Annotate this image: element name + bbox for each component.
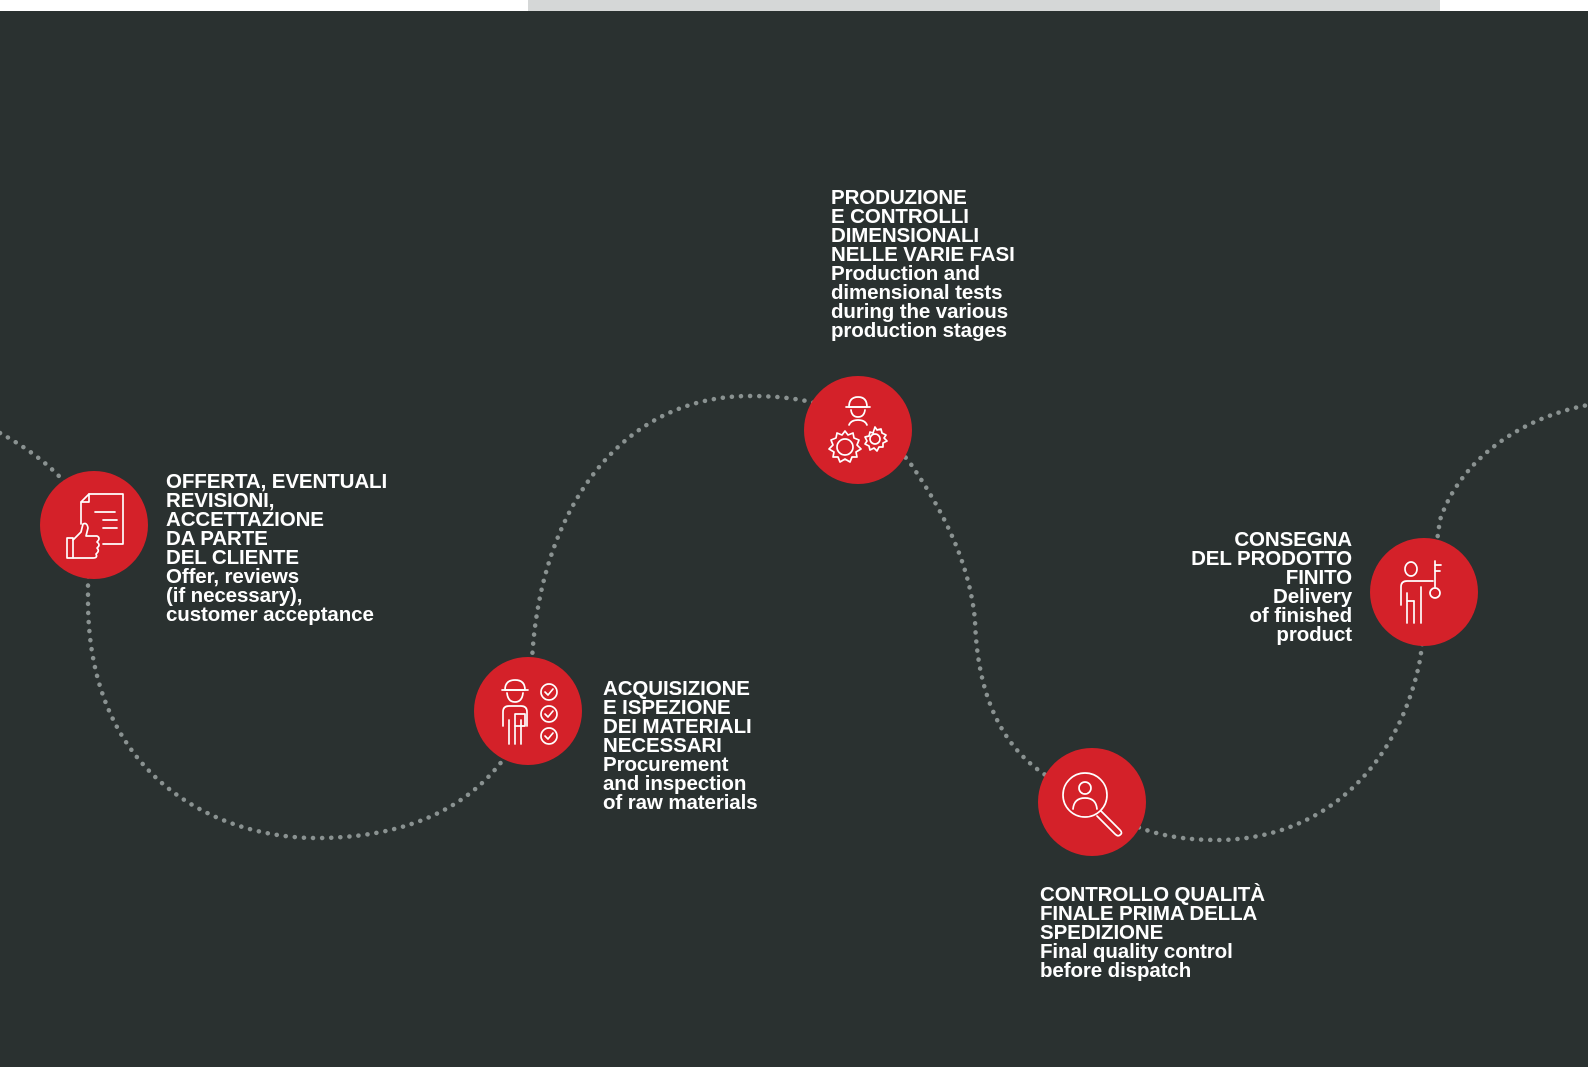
worker-gears-icon bbox=[828, 396, 888, 463]
step-2-label: ACQUISIZIONE E ISPEZIONE DEI MATERIALI N… bbox=[603, 677, 758, 814]
step-3-title: PRODUZIONE E CONTROLLI DIMENSIONALI NELL… bbox=[831, 186, 1015, 266]
step-1-label: OFFERTA, EVENTUALI REVISIONI, ACCETTAZIO… bbox=[166, 470, 388, 626]
step-5-node bbox=[1370, 538, 1478, 646]
step-4-subtitle: Final quality control before dispatch bbox=[1040, 940, 1233, 982]
bottom-band bbox=[0, 1067, 1588, 1079]
step-5-subtitle: Delivery of finished product bbox=[1249, 585, 1352, 646]
step-5-title: CONSEGNA DEL PRODOTTO FINITO bbox=[1191, 528, 1352, 589]
step-1-node bbox=[40, 471, 148, 579]
step-4-node bbox=[1038, 748, 1146, 856]
step-2-subtitle: Procurement and inspection of raw materi… bbox=[603, 753, 758, 814]
step-3-subtitle: Production and dimensional tests during … bbox=[831, 262, 1009, 342]
worker-checklist-icon bbox=[501, 679, 558, 745]
step-1-title: OFFERTA, EVENTUALI REVISIONI, ACCETTAZIO… bbox=[166, 470, 388, 569]
top-scroll-bar bbox=[528, 0, 1440, 11]
process-diagram-background bbox=[0, 11, 1588, 1067]
document-thumbs-up-icon bbox=[66, 493, 124, 559]
person-key-icon bbox=[1400, 560, 1442, 624]
step-1-subtitle: Offer, reviews (if necessary), customer … bbox=[166, 565, 374, 626]
step-2-title: ACQUISIZIONE E ISPEZIONE DEI MATERIALI N… bbox=[603, 677, 752, 757]
step-4-label: CONTROLLO QUALITÀ FINALE PRIMA DELLA SPE… bbox=[1040, 883, 1265, 982]
step-2-node bbox=[474, 657, 582, 765]
step-4-title: CONTROLLO QUALITÀ FINALE PRIMA DELLA SPE… bbox=[1040, 883, 1265, 944]
step-5-label: CONSEGNA DEL PRODOTTO FINITO Delivery of… bbox=[1191, 528, 1352, 646]
step-3-node bbox=[804, 376, 912, 484]
user-magnifier-icon bbox=[1062, 772, 1123, 837]
step-3-label: PRODUZIONE E CONTROLLI DIMENSIONALI NELL… bbox=[831, 186, 1015, 342]
